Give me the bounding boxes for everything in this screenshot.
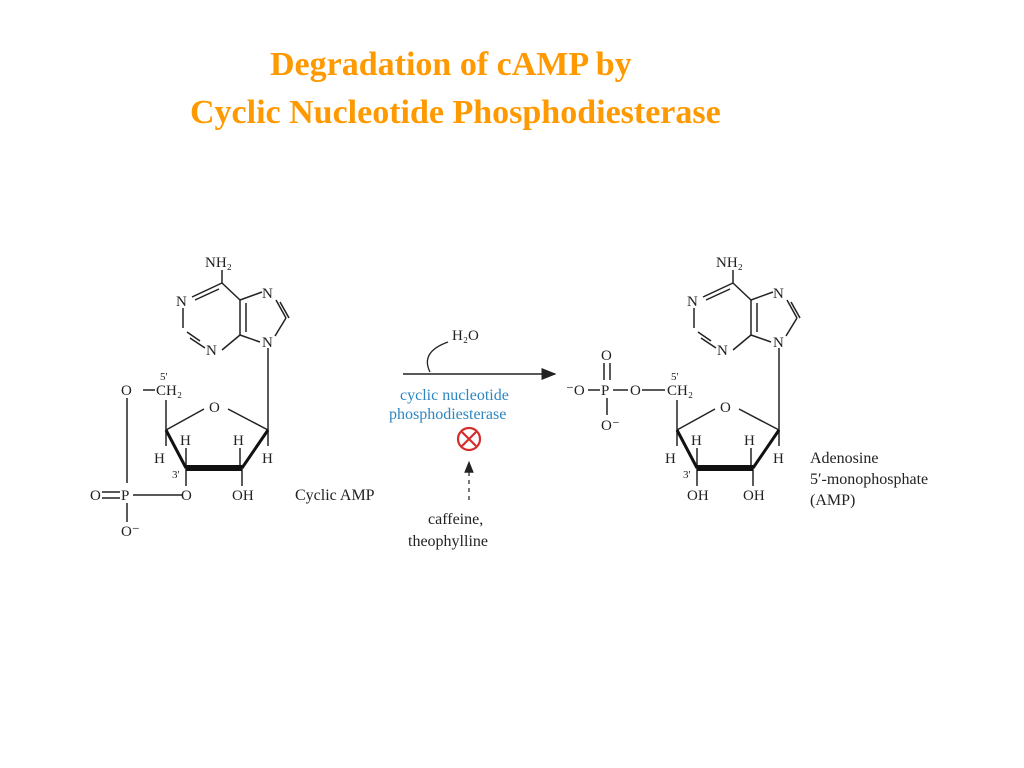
amp-ring-o: O (720, 400, 731, 416)
amp-label-line-2: 5′-monophosphate (810, 471, 928, 488)
inhibition-icon (456, 426, 482, 452)
amp-5prime: 5' (671, 371, 679, 383)
camp-p-double-o: O (90, 488, 101, 504)
amp-ch2: CH₂ (667, 383, 693, 399)
camp-o3: O (181, 488, 192, 504)
amp-ring-wedge-left (675, 429, 699, 469)
camp-oh: OH (232, 488, 254, 504)
camp-ring-o: O (209, 400, 220, 416)
inhibitor-line-2: theophylline (408, 533, 488, 550)
title-line-1: Degradation of cAMP by (270, 46, 632, 83)
camp-5prime: 5' (160, 371, 168, 383)
amp-structure (588, 270, 801, 486)
camp-h1: H (180, 433, 191, 449)
cyclic-amp-ring-wedge-left (164, 429, 188, 469)
camp-n3: N (206, 343, 217, 359)
amp-o-minus-bottom: O⁻ (601, 418, 620, 434)
cyclic-amp-atoms: NH₂ N N N N O CH₂ 5' O H H H H 3' O OH O… (90, 255, 273, 540)
amp-h1: H (691, 433, 702, 449)
water-curve (426, 341, 449, 373)
camp-h2: H (233, 433, 244, 449)
camp-n1: N (176, 294, 187, 310)
amp-h4: H (773, 451, 784, 467)
camp-h4: H (262, 451, 273, 467)
camp-n7: N (262, 286, 273, 302)
camp-n9: N (262, 335, 273, 351)
amp-o-minus-left: ⁻O (566, 383, 585, 399)
amp-oh2: OH (743, 488, 765, 504)
camp-o5: O (121, 383, 132, 399)
reaction-arrow-group: H₂O cyclic nucleotide phosphodiesterase … (389, 328, 557, 550)
amp-p: P (601, 383, 609, 399)
cyclic-amp-ring-wedge-right (240, 429, 270, 469)
amp-h3: H (665, 451, 676, 467)
camp-o-minus: O⁻ (121, 524, 140, 540)
enzyme-label-line-1: cyclic nucleotide (400, 387, 509, 404)
amp-atoms: NH₂ N N N N O ⁻O P O O⁻ CH₂ 5' O H H H H… (566, 255, 784, 504)
amp-h2: H (744, 433, 755, 449)
amp-oh1: OH (687, 488, 709, 504)
water-label: H₂O (452, 328, 479, 344)
amp-o-link: O (630, 383, 641, 399)
amp-n7: N (773, 286, 784, 302)
amp-ring-wedge-right (751, 429, 781, 469)
camp-h3: H (154, 451, 165, 467)
amp-label-line-3: (AMP) (810, 492, 855, 509)
amp-3prime: 3' (683, 469, 691, 481)
amp-n9: N (773, 335, 784, 351)
camp-nh2: NH₂ (205, 255, 232, 271)
amp-o-top: O (601, 348, 612, 364)
camp-p: P (121, 488, 129, 504)
cyclic-amp-label: Cyclic AMP (295, 487, 375, 504)
amp-n3: N (717, 343, 728, 359)
camp-ch2: CH₂ (156, 383, 182, 399)
inhibitor-line-1: caffeine, (428, 511, 483, 528)
title-line-2: Cyclic Nucleotide Phosphodiesterase (190, 94, 721, 131)
amp-nh2: NH₂ (716, 255, 743, 271)
amp-label-line-1: Adenosine (810, 450, 878, 467)
camp-3prime: 3' (172, 469, 180, 481)
enzyme-label-line-2: phosphodiesterase (389, 406, 506, 423)
amp-n1: N (687, 294, 698, 310)
